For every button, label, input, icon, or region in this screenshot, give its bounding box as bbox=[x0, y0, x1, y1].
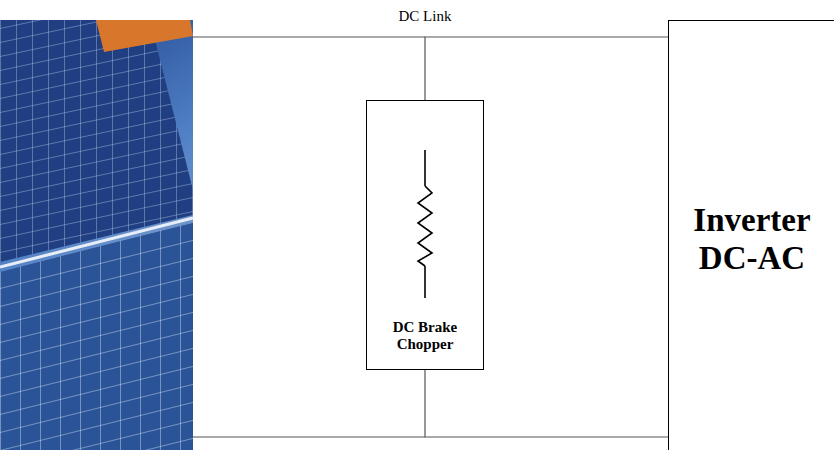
sky bbox=[0, 20, 193, 450]
bus-label: DC Link bbox=[399, 8, 452, 25]
dc-link-rail bbox=[193, 36, 425, 37]
solar-panel-photo bbox=[0, 20, 193, 450]
panel-frame bbox=[96, 20, 193, 52]
node-text: DC Brake Chopper bbox=[377, 319, 473, 354]
lower-panel bbox=[0, 222, 193, 450]
inverter-box: Inverter DC-AC bbox=[668, 20, 834, 450]
dc-link-rail bbox=[193, 436, 425, 437]
panel-edge bbox=[0, 218, 193, 267]
chopper-box: DC Brake Chopper bbox=[366, 100, 484, 370]
dc-link-wire bbox=[425, 37, 668, 100]
dc-link-wire bbox=[425, 370, 668, 437]
node-text: Inverter DC-AC bbox=[677, 202, 827, 278]
resistor-symbol bbox=[418, 150, 432, 298]
